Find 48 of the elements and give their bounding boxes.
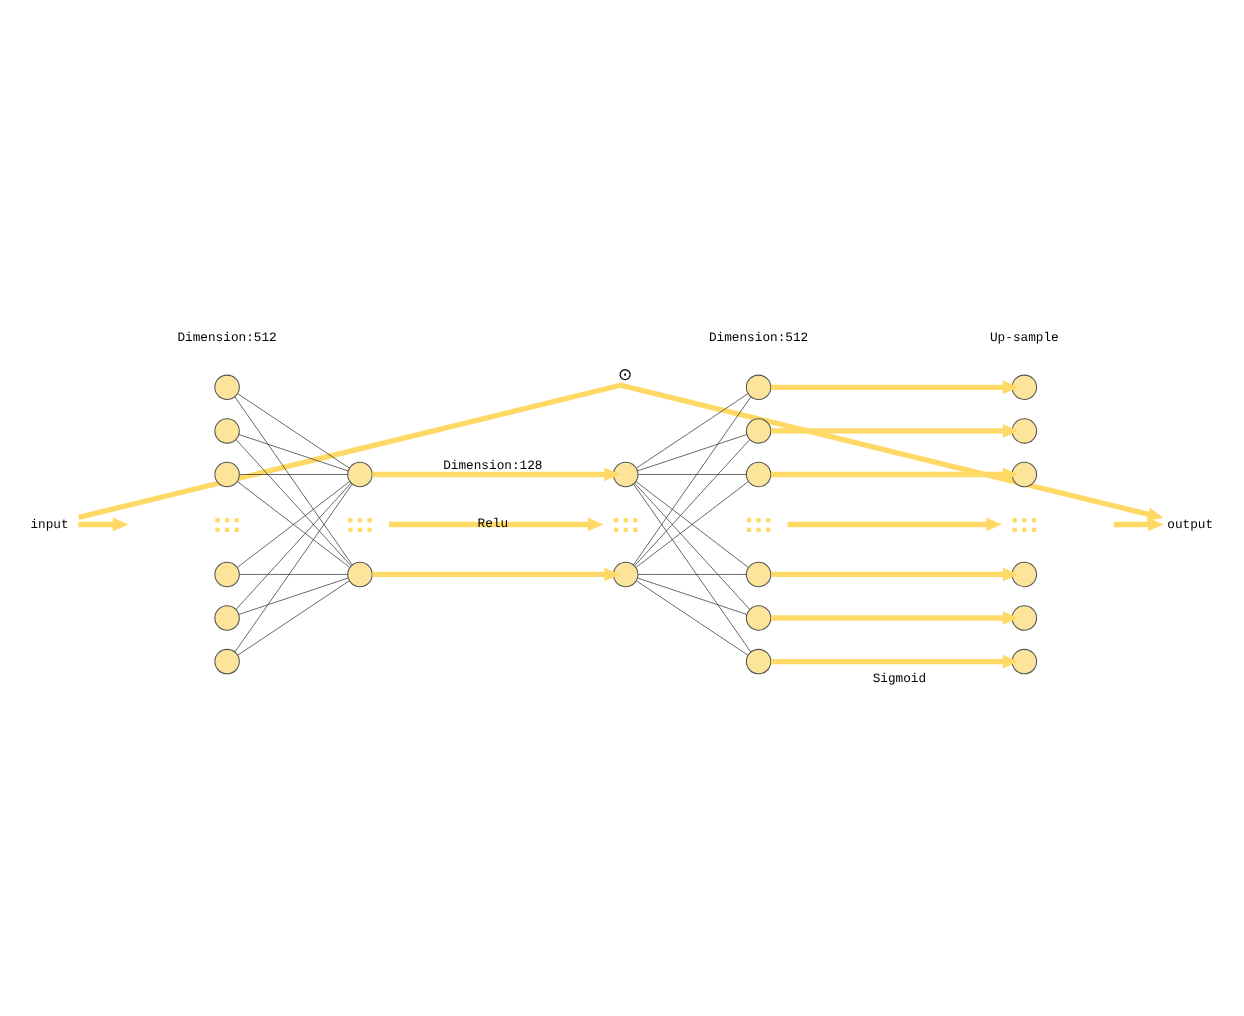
node-circle [745,374,772,401]
connector [637,434,748,472]
node-circle [1011,648,1038,675]
arrow [388,517,604,532]
node-circle [347,561,373,588]
arrow [787,517,1003,532]
connector [636,580,749,656]
node-circle [1011,418,1038,444]
node-circle [214,374,240,401]
arrow [1113,507,1164,532]
node-circle [1011,605,1038,631]
node-circle [214,648,240,675]
connector [638,474,747,475]
connector [239,474,348,475]
node-circle [214,605,240,631]
node-circle [347,461,373,488]
node-circle [745,561,772,588]
arrow [771,424,1019,438]
arrow [771,467,1019,482]
node-circle [745,418,772,444]
node-circle [1011,461,1038,488]
node-circle [214,418,240,444]
connector [238,577,349,615]
arrow [771,567,1019,582]
node-circle [745,648,772,675]
connector [237,580,350,656]
arrow [372,467,620,482]
arrow [771,611,1019,625]
arrow [78,517,129,532]
connector [239,574,348,575]
connector [237,481,350,568]
node-circle [1011,374,1038,401]
arrow [771,380,1019,395]
connector [636,393,749,469]
arrow [771,654,1019,669]
node-circle [214,561,240,588]
node-circle [214,461,240,488]
connector [638,574,747,575]
node-circle [745,461,772,488]
node-circle [745,605,772,631]
edge-label: ⊙ [617,365,634,386]
node-circle [612,461,639,488]
arrow [372,567,620,582]
connector [237,393,350,469]
connector [238,434,349,472]
node-circle [1011,561,1038,588]
connector [637,577,748,615]
node-circle [612,561,639,588]
